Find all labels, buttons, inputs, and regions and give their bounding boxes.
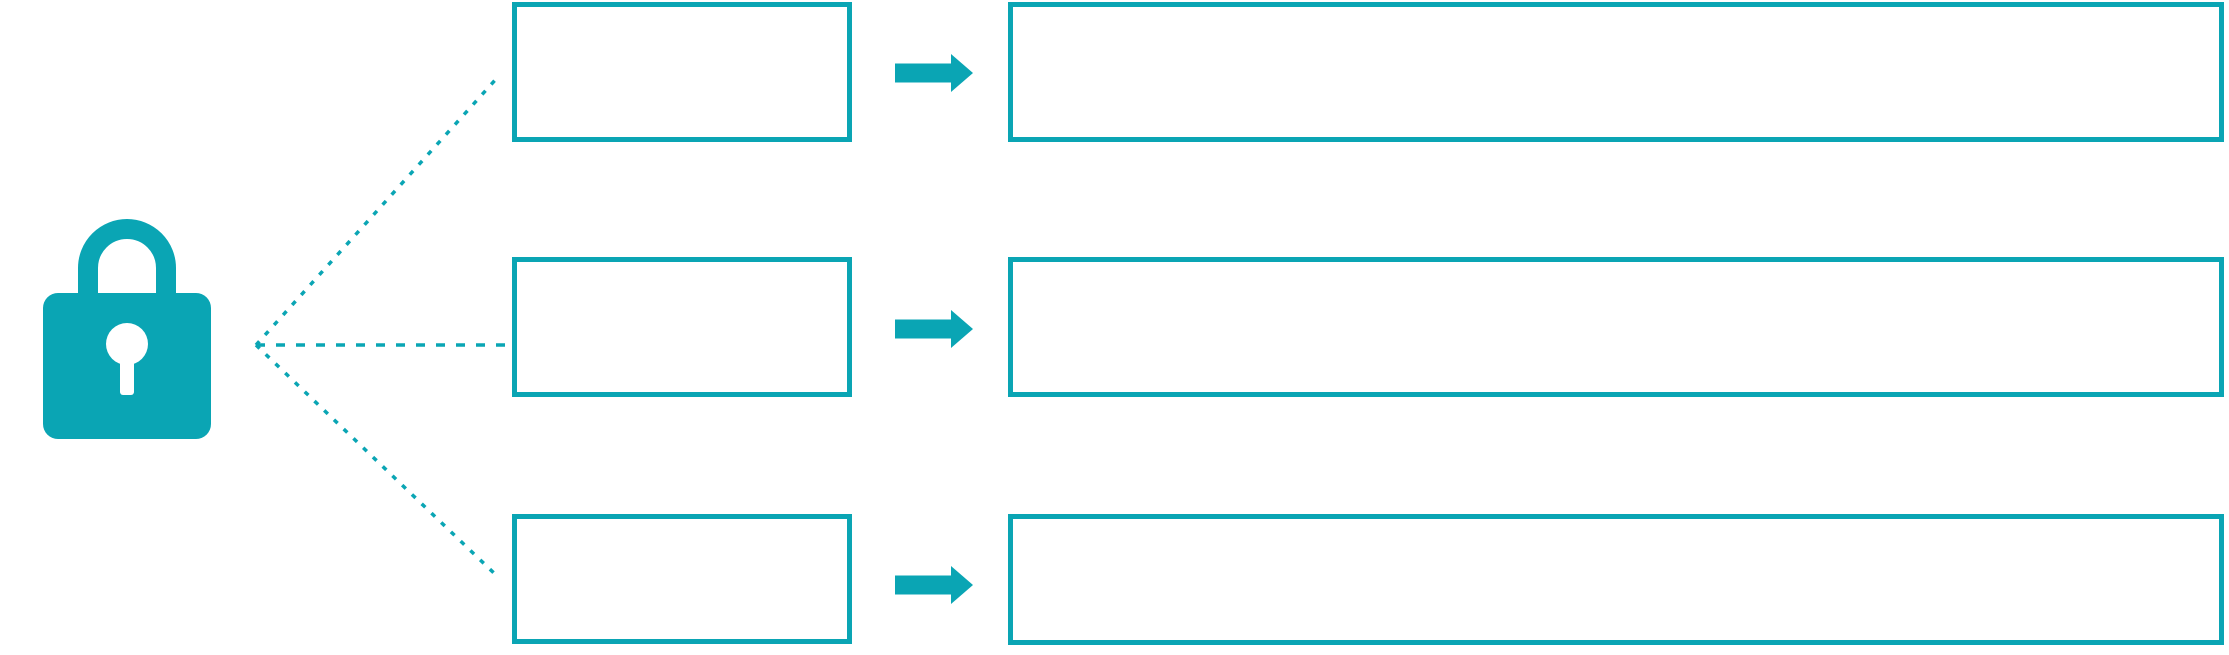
lock-shackle [78,219,176,297]
right-arrow-icon [895,54,973,92]
lock-icon [40,215,215,440]
detail-box-1 [1008,2,2224,142]
term-box-3 [512,514,852,644]
connector-line-bottom [254,343,499,578]
right-arrow-icon [895,310,973,348]
connector-line-top [254,76,499,347]
detail-box-2 [1008,257,2224,397]
detail-box-3 [1008,514,2224,645]
keyhole-stem [120,344,134,395]
term-box-2 [512,257,852,397]
right-arrow-icon [895,566,973,604]
term-box-1 [512,2,852,142]
